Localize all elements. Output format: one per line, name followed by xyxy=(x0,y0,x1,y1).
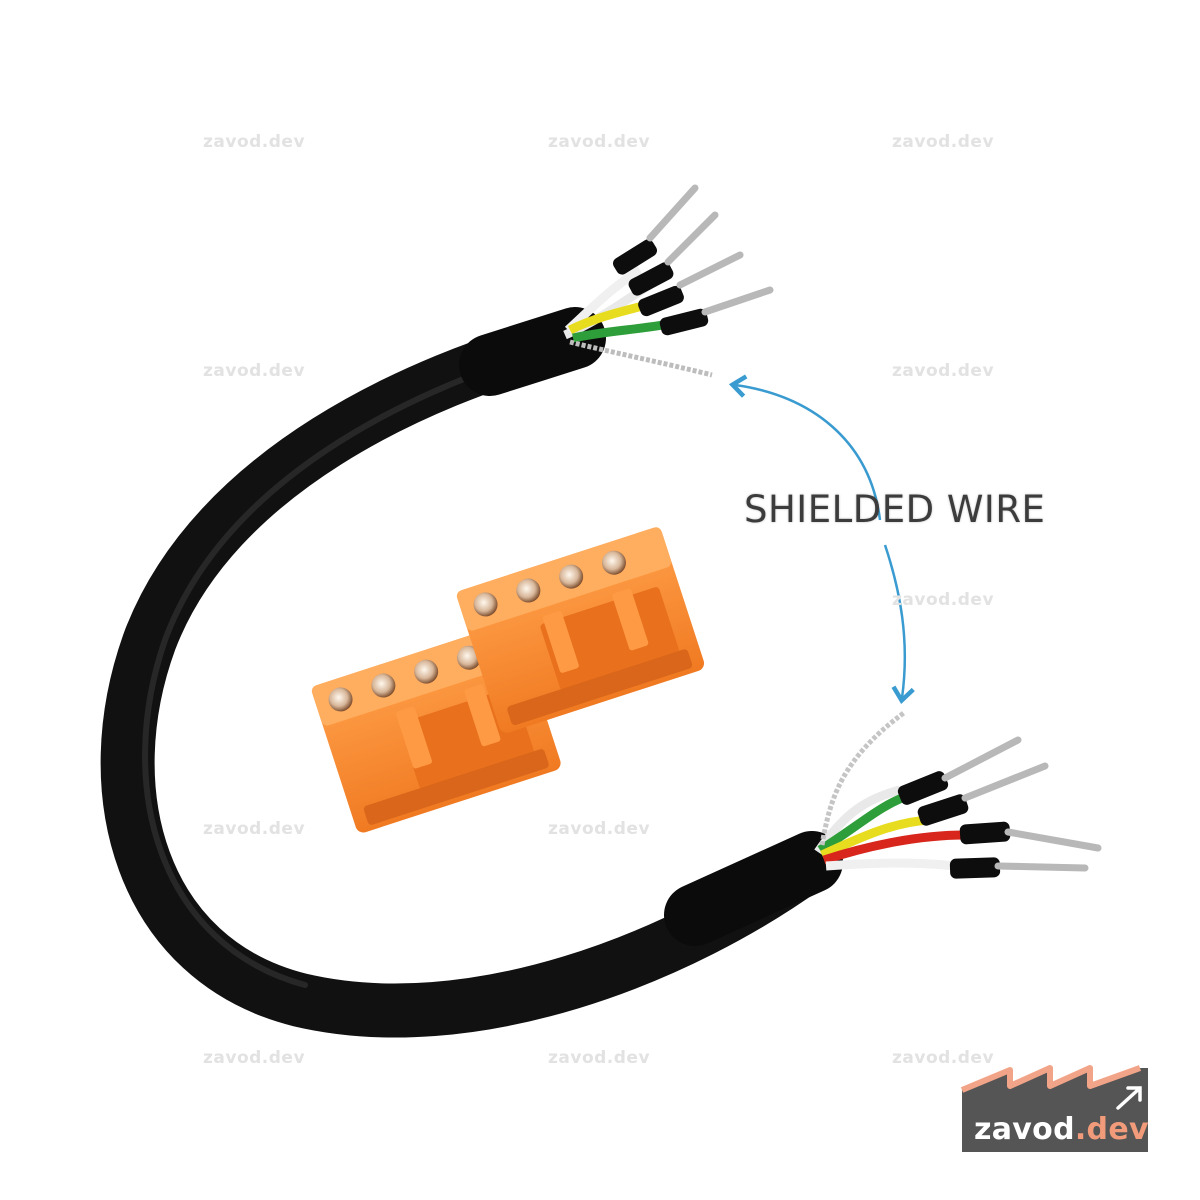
terminal-block-back xyxy=(456,527,705,733)
arrow-up-icon xyxy=(728,374,882,521)
watermark: zavod.dev xyxy=(548,819,651,839)
watermark: zavod.dev xyxy=(203,132,306,152)
watermark: zavod.dev xyxy=(548,132,651,152)
watermark: zavod.dev xyxy=(203,819,306,839)
watermark: zavod.dev xyxy=(892,590,995,610)
black-cable xyxy=(100,307,843,1038)
arrow-up-right-icon xyxy=(1116,1086,1142,1110)
watermark: zavod.dev xyxy=(548,1048,651,1068)
bottom-wire-bundle xyxy=(814,709,1102,879)
arrow-down-icon xyxy=(883,544,915,705)
watermark: zavod.dev xyxy=(892,1048,995,1068)
logo-mark xyxy=(960,1065,1148,1152)
watermark: zavod.dev xyxy=(892,132,995,152)
watermark: zavod.dev xyxy=(203,361,306,381)
shielded-wire-label: SHIELDED WIRE xyxy=(744,488,1046,531)
screw-holes xyxy=(473,550,626,617)
logo-name: zavod xyxy=(974,1112,1075,1147)
top-wire-bundle xyxy=(563,184,774,378)
watermark: zavod.dev xyxy=(892,361,995,381)
watermark: zavod.dev xyxy=(203,1048,306,1068)
callout-arrows xyxy=(728,374,915,705)
logo-suffix: .dev xyxy=(1074,1112,1149,1147)
brand-logo: zavod.dev xyxy=(974,1112,1149,1147)
